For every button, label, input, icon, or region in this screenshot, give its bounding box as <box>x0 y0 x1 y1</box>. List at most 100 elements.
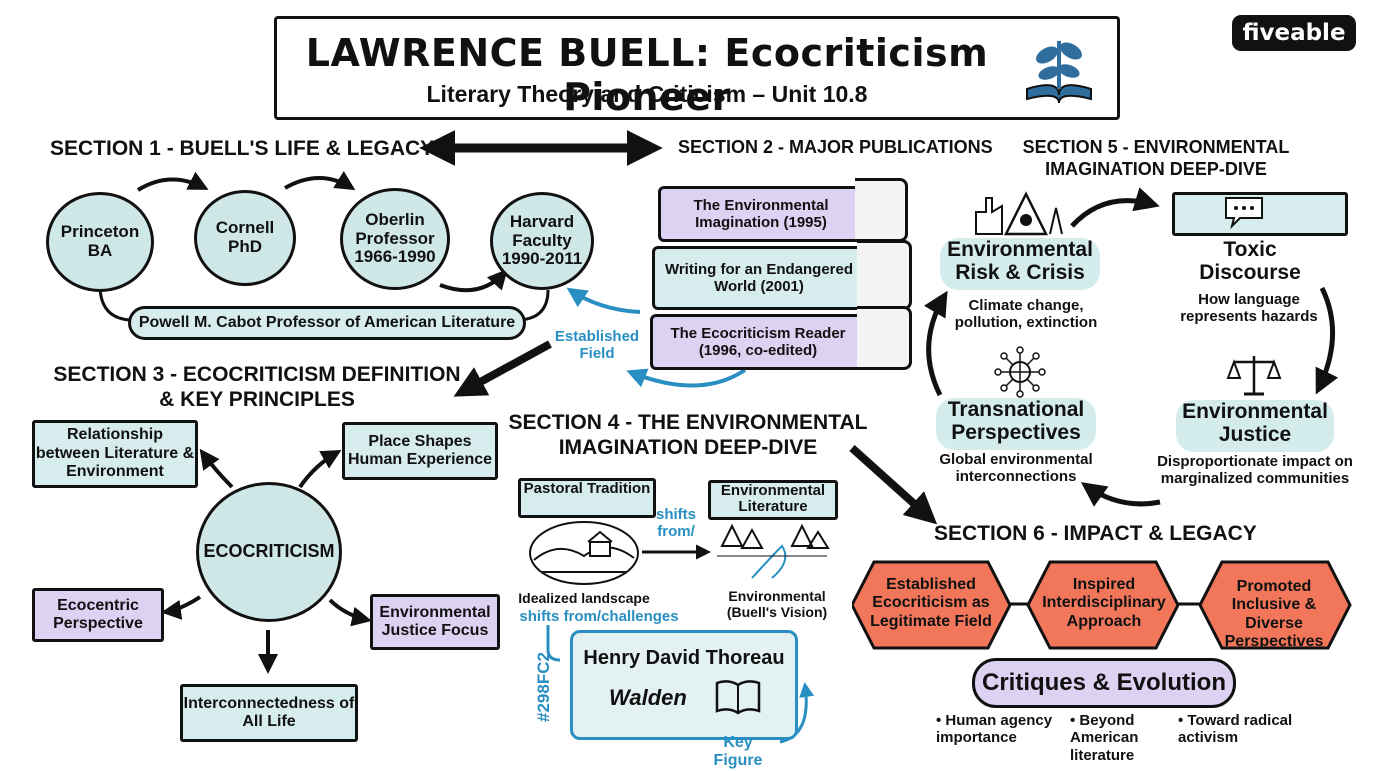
hex-1-shape <box>852 560 1012 650</box>
section3-title: SECTION 3 - ECOCRITICISM DEFINITION & KE… <box>53 363 461 412</box>
arrow-key-figure <box>779 682 815 744</box>
hex-2-label: Inspired Interdisciplinary Approach <box>1042 576 1166 630</box>
bullet-3-text: Toward radical activism <box>1178 712 1293 747</box>
node-toxic-desc: How language represents hazards <box>1180 291 1318 326</box>
node-transnational-desc: Global environmental interconnections <box>939 451 1093 486</box>
established-field-label: Established Field <box>554 328 640 363</box>
environmental-landscape-icon <box>717 523 830 579</box>
critiques-pill: Critiques & Evolution <box>972 658 1236 708</box>
arrow-toxic-justice <box>1315 286 1339 395</box>
node-toxic: Toxic Discourse <box>1190 238 1310 288</box>
professorship-pill: Powell M. Cabot Professor of American Li… <box>128 306 526 340</box>
section2-title: SECTION 2 - MAJOR PUBLICATIONS <box>678 137 993 157</box>
arrow-established-bottom <box>626 368 747 388</box>
book-ecocriticism-reader: The Ecocriticism Reader (1996, co-edited… <box>650 314 866 370</box>
arrow-princeton-cornell <box>136 171 209 192</box>
book-1-label: The Environmental Imagination (1995) <box>693 196 829 231</box>
arrow-eco-justice <box>328 598 372 627</box>
node-risk: Environmental Risk & Crisis <box>940 238 1100 290</box>
principle-ecocentric: Ecocentric Perspective <box>32 588 164 642</box>
pastoral-landscape-icon <box>529 521 639 585</box>
hex-1-label: Established Ecocriticism as Legitimate F… <box>870 576 992 630</box>
bullet-2-text: Beyond American literature <box>1070 712 1139 764</box>
circle-harvard-label: Harvard Faculty 1990-2011 <box>501 211 583 269</box>
page-subtitle: Literary Theory and Criticism – Unit 10.… <box>426 81 868 107</box>
hex-2-shape <box>1026 560 1180 650</box>
color-code-label: #298FC2 <box>534 652 553 722</box>
bullet-1-text: Human agency importance <box>936 712 1053 747</box>
book-endangered-world: Writing for an Endangered World (2001) <box>652 246 866 310</box>
hex-3-label: Promoted Inclusive & Diverse Perspective… <box>1224 578 1324 651</box>
book-2-label: Writing for an Endangered World (2001) <box>664 260 854 295</box>
speech-bubble-icon <box>1225 197 1263 230</box>
ecocriticism-center-label: ECOCRITICISM <box>203 541 335 562</box>
node-transnational-title: Transnational Perspectives <box>947 398 1085 445</box>
impact-hexes <box>852 560 1352 650</box>
env-lit-banner: Environmental Literature <box>708 480 838 520</box>
circle-oberlin: Oberlin Professor 1966-1990 <box>340 188 450 290</box>
thoreau-card: Henry David Thoreau Walden <box>570 630 798 740</box>
arrow-established-top <box>566 287 641 314</box>
pastoral-label: Pastoral Tradition <box>523 480 651 497</box>
node-justice-title: Environmental Justice <box>1182 400 1328 447</box>
book-2-pages <box>857 240 912 310</box>
thoreau-work: Walden <box>609 685 687 710</box>
hex-3-shape <box>1198 560 1352 650</box>
book-3-label: The Ecocriticism Reader (1996, co-edited… <box>670 324 846 359</box>
globe-network-icon <box>994 346 1046 398</box>
book-1-pages <box>855 178 908 242</box>
title-box: LAWRENCE BUELL: Ecocriticism Pioneer Lit… <box>274 16 1120 120</box>
circle-princeton-label: Princeton BA <box>60 222 140 260</box>
page-title: LAWRENCE BUELL: Ecocriticism Pioneer <box>305 31 989 119</box>
env-vision-label: Environmental (Buell's Vision) <box>726 588 828 621</box>
arrow-to-section6 <box>849 445 938 525</box>
fiveable-logo[interactable]: fiveable <box>1232 15 1356 51</box>
circle-harvard: Harvard Faculty 1990-2011 <box>490 192 594 290</box>
node-risk-title: Environmental Risk & Crisis <box>947 238 1093 285</box>
arrow-eco-relationship <box>199 448 234 489</box>
node-justice-desc: Disproportionate impact on marginalized … <box>1157 453 1353 488</box>
node-risk-desc: Climate change, pollution, extinction <box>954 297 1098 332</box>
principle-interconnectedness: Interconnectedness of All Life <box>180 684 358 742</box>
circle-princeton: Princeton BA <box>46 192 154 292</box>
node-transnational: Transnational Perspectives <box>936 398 1096 450</box>
shifts-challenges-label: shifts from/challenges <box>519 608 679 625</box>
arrow-justice-transnational <box>1080 482 1161 507</box>
section4-title: SECTION 4 - THE ENVIRONMENTAL IMAGINATIO… <box>508 411 868 460</box>
principle-place: Place Shapes Human Experience <box>342 422 498 480</box>
arrow-oberlin-harvard <box>439 269 508 293</box>
principle-relationship-label: Relationship between Literature & Enviro… <box>35 426 195 481</box>
arrow-cornell-oberlin <box>284 171 356 191</box>
arrow-risk-toxic <box>1070 187 1160 228</box>
principle-interconnectedness-label: Interconnectedness of All Life <box>183 694 355 730</box>
book-sprout-icon <box>1026 41 1092 104</box>
principle-justice: Environmental Justice Focus <box>370 594 500 650</box>
circle-oberlin-label: Oberlin Professor 1966-1990 <box>354 209 436 267</box>
env-lit-label: Environmental Literature <box>720 482 826 515</box>
arrow-eco-place <box>298 450 342 489</box>
principle-place-label: Place Shapes Human Experience <box>347 432 493 468</box>
shifts-from-label: shifts from/ <box>655 506 696 541</box>
section6-title: SECTION 6 - IMPACT & LEGACY <box>934 522 1257 545</box>
arrow-transnational-risk <box>923 290 948 397</box>
circle-cornell: Cornell PhD <box>194 190 296 286</box>
book-environmental-imagination: The Environmental Imagination (1995) <box>658 186 864 242</box>
book-icon <box>715 680 761 715</box>
principle-ecocentric-label: Ecocentric Perspective <box>53 596 143 632</box>
bullet-3: • Toward radical activism <box>1178 712 1293 747</box>
node-toxic-title: Toxic Discourse <box>1199 238 1301 285</box>
hazard-factory-icon <box>975 191 1063 236</box>
line-thoreau-left <box>546 625 561 662</box>
arrow-to-section3 <box>453 340 552 397</box>
section1-title: SECTION 1 - BUELL'S LIFE & LEGACY <box>50 137 435 160</box>
principle-relationship: Relationship between Literature & Enviro… <box>32 420 198 488</box>
arrow-eco-ecocentric <box>161 595 202 620</box>
idealized-label: Idealized landscape <box>518 590 650 606</box>
thoreau-name: Henry David Thoreau <box>583 647 785 669</box>
key-figure-label: Key Figure <box>713 734 763 770</box>
circle-cornell-label: Cornell PhD <box>215 218 275 256</box>
bullet-1: • Human agency importance <box>936 712 1053 747</box>
ecocriticism-center: ECOCRITICISM <box>196 482 342 622</box>
book-3-pages <box>857 306 912 370</box>
bullet-2: • Beyond American literature <box>1070 712 1139 764</box>
